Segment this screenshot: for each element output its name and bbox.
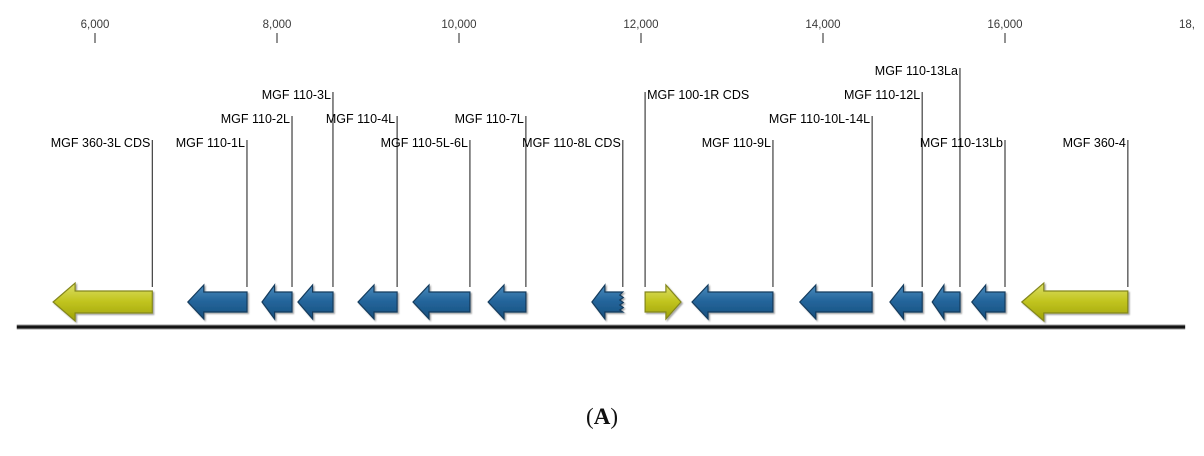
ruler-tick-label: 12,000 xyxy=(623,19,658,31)
ruler-tick-label: 8,000 xyxy=(263,19,292,31)
caption-paren-open: ( xyxy=(586,404,594,429)
gene-arrow-mgf-110-4l xyxy=(357,283,398,321)
caption-paren-close: ) xyxy=(610,404,618,429)
genome-map-canvas: 6,000 8,000 10,000 12,000 14,000 16,000 18, MGF… xyxy=(16,19,1195,330)
ruler-tick-label: 14,000 xyxy=(805,19,840,31)
caption-letter: A xyxy=(593,404,611,429)
ruler-tick-label: 18, xyxy=(1179,19,1195,31)
feature-label-mgf-360-4: MGF 360-4 xyxy=(1063,136,1126,150)
gene-arrow-mgf-360-3l-cds xyxy=(52,281,153,323)
gene-arrow-mgf-110-1l xyxy=(186,283,248,321)
feature-label-mgf-110-10l-14l: MGF 110-10L-14L xyxy=(769,112,870,126)
feature-label-mgf-110-13la: MGF 110-13La xyxy=(875,64,958,78)
gene-arrow-mgf-110-13lb xyxy=(971,283,1006,321)
feature-label-mgf-110-3l: MGF 110-3L xyxy=(262,88,331,102)
gene-arrow-mgf-110-7l xyxy=(487,283,527,321)
feature-label-mgf-110-5l-6l: MGF 110-5L-6L xyxy=(381,136,468,150)
feature-label-mgf-110-7l: MGF 110-7L xyxy=(455,112,524,126)
genome-baseline xyxy=(16,325,1186,329)
genome-baseline-edge-bottom xyxy=(16,328,1186,330)
feature-label-mgf-110-9l: MGF 110-9L xyxy=(702,136,771,150)
ruler-tick-label: 16,000 xyxy=(987,19,1022,31)
gene-arrow-mgf-110-2l xyxy=(261,283,293,321)
gene-arrow-mgf-110-3l xyxy=(297,283,334,321)
feature-label-mgf-110-13lb: MGF 110-13Lb xyxy=(920,136,1003,150)
gene-arrow-mgf-100-1r-cds xyxy=(644,283,682,321)
gene-arrow-mgf-110-13la xyxy=(931,283,961,321)
feature-label-mgf-110-4l: MGF 110-4L xyxy=(326,112,395,126)
gene-arrow-mgf-110-8l-cds xyxy=(591,283,625,321)
gene-arrow-mgf-360-4 xyxy=(1020,281,1129,323)
genome-baseline-edge-top xyxy=(16,324,1186,326)
gene-arrow-mgf-110-10l-14l xyxy=(798,283,873,321)
gene-arrow-mgf-110-5l-6l xyxy=(412,283,471,321)
gene-arrow-mgf-110-9l xyxy=(691,283,774,321)
feature-label-mgf-360-3l-cds: MGF 360-3L CDS xyxy=(51,136,151,150)
feature-label-mgf-110-1l: MGF 110-1L xyxy=(176,136,245,150)
feature-label-mgf-110-12l: MGF 110-12L xyxy=(844,88,920,102)
gene-arrow-mgf-110-12l xyxy=(889,283,923,321)
ruler-tick-label: 10,000 xyxy=(441,19,476,31)
feature-label-mgf-110-2l: MGF 110-2L xyxy=(221,112,290,126)
feature-label-mgf-100-1r-cds: MGF 100-1R CDS xyxy=(647,88,749,102)
ruler-tick-label: 6,000 xyxy=(81,19,110,31)
panel-caption: (A) xyxy=(0,404,1204,430)
feature-label-mgf-110-8l-cds: MGF 110-8L CDS xyxy=(522,136,621,150)
